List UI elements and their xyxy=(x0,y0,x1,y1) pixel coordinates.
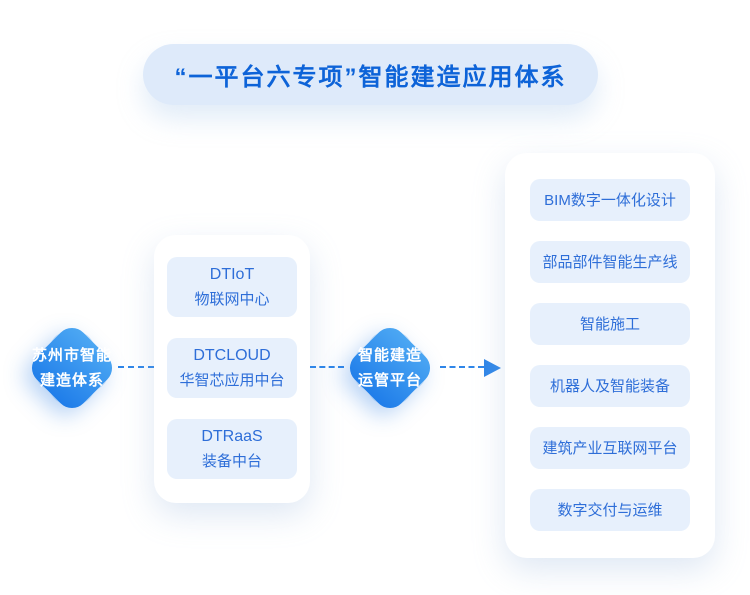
list-item: BIM数字一体化设计 xyxy=(530,179,690,221)
flow-node-label: 苏州市智能 建造体系 xyxy=(31,347,113,389)
platform-card: DTIoT 物联网中心 DTCLOUD 华智芯应用中台 DTRaaS 装备中台 xyxy=(154,235,310,503)
list-item-dtiot: DTIoT 物联网中心 xyxy=(167,257,297,317)
list-item-dtcloud: DTCLOUD 华智芯应用中台 xyxy=(167,338,297,398)
dotted-connector-1 xyxy=(118,366,154,368)
list-item: 智能施工 xyxy=(530,303,690,345)
page-title: “一平台六专项”智能建造应用体系 xyxy=(174,64,567,91)
arrow-right-icon xyxy=(484,359,501,377)
flow-node-operation-platform: 智能建造 运管平台 xyxy=(343,321,437,415)
dotted-connector-2 xyxy=(310,366,344,368)
flow-node-label: 智能建造 运管平台 xyxy=(357,347,423,389)
dotted-connector-3 xyxy=(440,366,484,368)
list-item-dtraas: DTRaaS 装备中台 xyxy=(167,419,297,479)
list-item: 部品部件智能生产线 xyxy=(530,241,690,283)
flow-node-suzhou-system: 苏州市智能 建造体系 xyxy=(25,321,119,415)
list-item: 数字交付与运维 xyxy=(530,489,690,531)
title-banner: “一平台六专项”智能建造应用体系 xyxy=(143,44,598,105)
list-item: 建筑产业互联网平台 xyxy=(530,427,690,469)
applications-card: BIM数字一体化设计 部品部件智能生产线 智能施工 机器人及智能装备 建筑产业互… xyxy=(505,153,715,558)
list-item: 机器人及智能装备 xyxy=(530,365,690,407)
